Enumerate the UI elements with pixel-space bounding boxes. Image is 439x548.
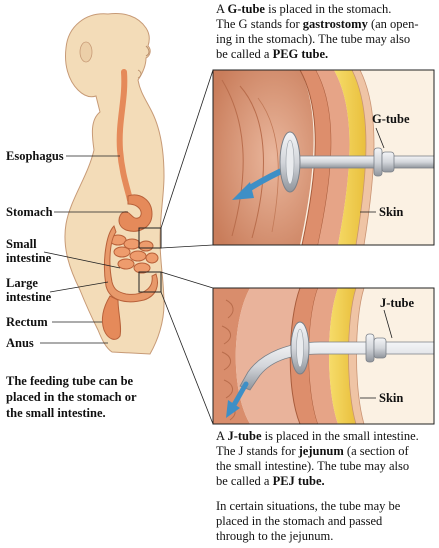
jtube-panel	[213, 287, 435, 425]
label-small-intestine-1: Small	[6, 237, 37, 251]
jtube-text-4a: be called a	[216, 474, 273, 488]
jejunum-term: jejunum	[298, 444, 344, 458]
stomach-organ	[118, 194, 153, 232]
label-jtube: J-tube	[380, 296, 415, 310]
caption-line-2: placed in the stomach or	[6, 390, 137, 404]
label-anus: Anus	[6, 336, 34, 350]
gtube-term: G-tube	[227, 2, 265, 16]
jtube-text-3: the small intestine). The tube may also	[216, 459, 410, 473]
label-esophagus: Esophagus	[6, 149, 64, 163]
gtube-panel	[213, 69, 435, 246]
label-small-intestine-2: intestine	[6, 251, 52, 265]
jtube-text-1c: is placed in the small intestine.	[261, 429, 419, 443]
esophagus-organ	[116, 69, 133, 203]
footer-description: In certain situations, the tube may be p…	[216, 499, 438, 544]
gastrostomy-term: gastrostomy	[302, 17, 368, 31]
gtube-panel-frame	[212, 69, 435, 246]
label-large-intestine-1: Large	[6, 276, 38, 290]
jtube-text-2c: (a section of	[343, 444, 409, 458]
leader-lines	[40, 155, 128, 344]
gtube-text-1c: is placed in the stomach.	[264, 2, 392, 16]
pej-tube-term: PEJ tube.	[272, 474, 325, 488]
footer-text-1: In certain situations, the tube may be	[216, 499, 401, 513]
footer-text-2: placed in the stomach and passed	[216, 514, 383, 528]
rectum-organ	[101, 295, 122, 340]
jtube-term: J-tube	[227, 429, 262, 443]
label-stomach: Stomach	[6, 205, 53, 219]
gtube-text-2a: The G stands for	[216, 17, 303, 31]
jtube-description: A J-tube is placed in the small intestin…	[216, 429, 438, 489]
peg-tube-term: PEG tube.	[272, 47, 329, 61]
label-skin-bottom: Skin	[379, 391, 404, 405]
label-gtube: G-tube	[372, 112, 410, 126]
footer-text-3: through to the jejunum.	[216, 529, 334, 543]
gtube-text-1a: A	[216, 2, 228, 16]
large-intestine-organ	[103, 225, 158, 303]
label-large-intestine-2: intestine	[6, 290, 52, 304]
gtube-description: A G-tube is placed in the stomach. The G…	[216, 2, 438, 62]
zoom-box-intestine	[138, 271, 162, 293]
jtube-panel-frame	[212, 287, 435, 425]
caption-line-3: the small intestine.	[6, 406, 106, 420]
caption-line-1: The feeding tube can be	[6, 374, 134, 388]
gtube-text-2c: (an open-	[367, 17, 419, 31]
zoom-box-stomach	[138, 227, 162, 249]
jtube-text-2a: The J stands for	[216, 444, 299, 458]
projection-lines	[160, 69, 214, 425]
gtube-text-3: ing in the stomach). The tube may also	[216, 32, 411, 46]
jtube-text-1a: A	[216, 429, 228, 443]
caption: The feeding tube can be placed in the st…	[6, 373, 137, 421]
label-rectum: Rectum	[6, 315, 48, 329]
label-skin-top: Skin	[379, 205, 404, 219]
gtube-text-4a: be called a	[216, 47, 273, 61]
